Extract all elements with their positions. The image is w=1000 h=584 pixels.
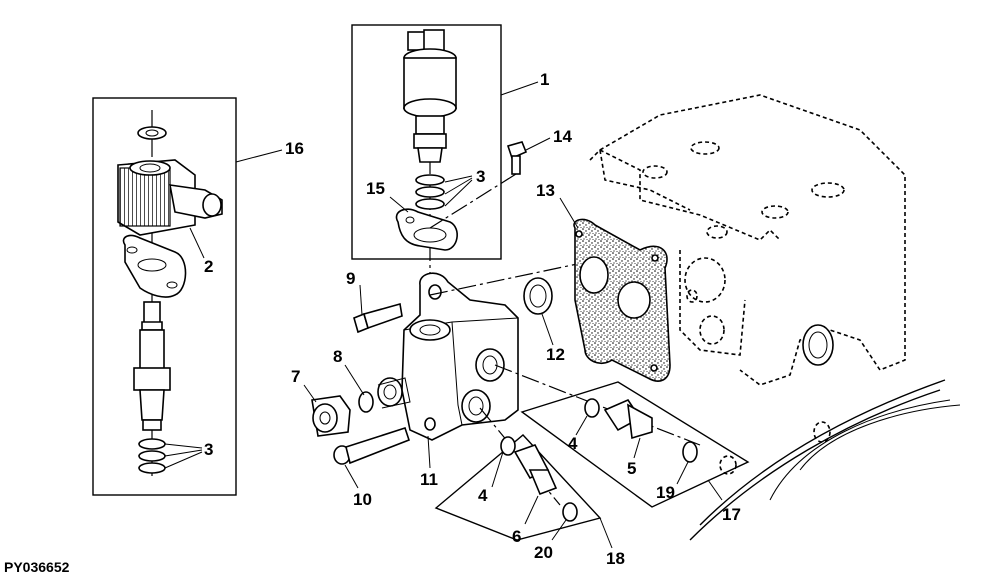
callout-labels: 1 16 2 3 3 14 15 13 9 8 7 10 11 12 4 5 1… (204, 70, 741, 568)
callout-14: 14 (553, 127, 572, 146)
bolt-9 (353, 302, 403, 334)
bolt-14 (429, 141, 528, 229)
callout-12: 12 (546, 345, 565, 364)
callout-4-right: 4 (568, 434, 578, 453)
callout-17: 17 (722, 505, 741, 524)
callout-8: 8 (333, 347, 342, 366)
engine-housing-outline (589, 94, 961, 541)
callout-2: 2 (204, 257, 213, 276)
callout-5: 5 (627, 459, 636, 478)
callout-18: 18 (606, 549, 625, 568)
callout-4-left: 4 (478, 486, 488, 505)
leader-lines (164, 81, 723, 549)
callout-10: 10 (353, 490, 372, 509)
figure-id: PY036652 (4, 559, 70, 575)
callout-13: 13 (536, 181, 555, 200)
callout-3-lower: 3 (204, 440, 213, 459)
callout-15: 15 (366, 179, 385, 198)
callout-16: 16 (285, 139, 304, 158)
kit-box-17 (520, 381, 750, 508)
plug-7 (311, 391, 374, 437)
valve-block-11 (377, 254, 701, 506)
callout-7: 7 (291, 367, 300, 386)
callout-20: 20 (534, 543, 553, 562)
callout-11: 11 (420, 470, 438, 489)
callout-3-upper: 3 (476, 167, 485, 186)
callout-19: 19 (656, 483, 675, 502)
gasket-13 (573, 218, 671, 382)
callout-9: 9 (346, 269, 355, 288)
callout-1: 1 (540, 70, 549, 89)
seal-12 (523, 277, 553, 315)
kit-box-18 (434, 434, 602, 541)
callout-6: 6 (512, 527, 521, 546)
bolt-10 (333, 426, 410, 465)
kit-box-16 (92, 97, 237, 496)
